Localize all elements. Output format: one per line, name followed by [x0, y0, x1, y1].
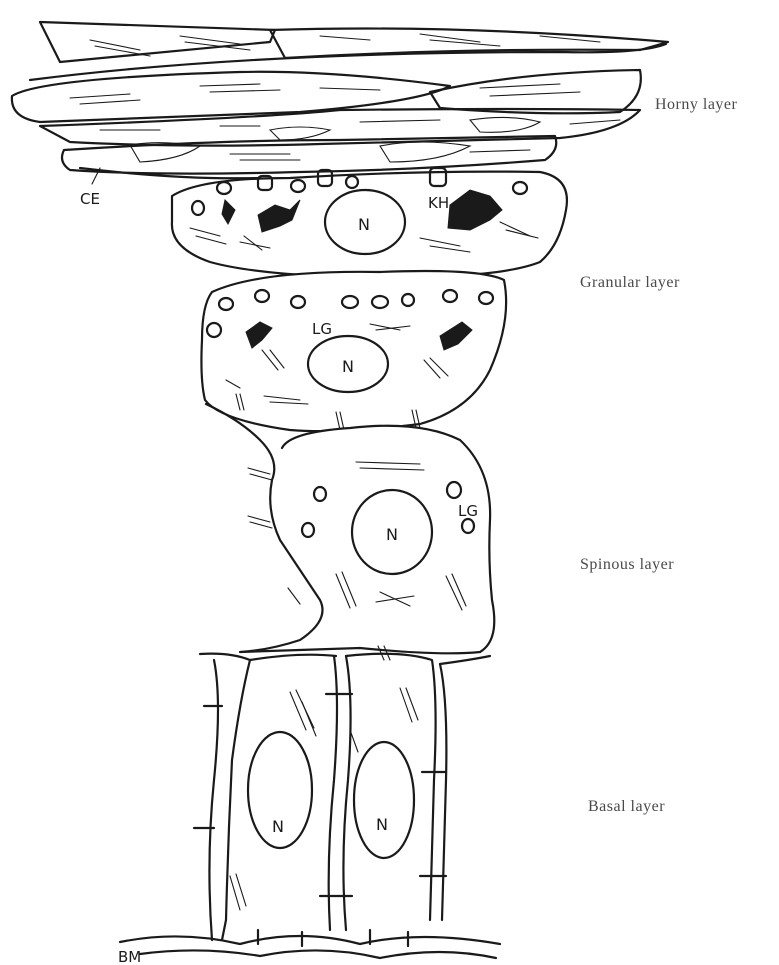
label-horny-layer: Horny layer — [655, 96, 737, 114]
nucleus-label-spinous: N — [386, 525, 398, 544]
label-lg-granular: LG — [312, 320, 332, 338]
label-spinous-layer: Spinous layer — [580, 556, 674, 574]
label-granular-layer: Granular layer — [580, 274, 680, 292]
nucleus-label-basal-left: N — [272, 817, 284, 836]
nucleus-label-granular-upper: N — [358, 215, 370, 234]
horny-layer-cells — [12, 22, 668, 178]
basal-cells — [120, 654, 500, 958]
nucleus-label-basal-right: N — [376, 815, 388, 834]
spinous-cell — [206, 404, 494, 660]
nucleus-label-granular-lower: N — [342, 357, 354, 376]
label-ce: CE — [80, 190, 100, 208]
label-basal-layer: Basal layer — [588, 798, 665, 816]
label-bm: BM — [118, 948, 141, 965]
label-lg-spinous: LG — [458, 502, 478, 520]
granular-cell-lower — [201, 271, 506, 431]
label-kh: KH — [428, 194, 449, 212]
